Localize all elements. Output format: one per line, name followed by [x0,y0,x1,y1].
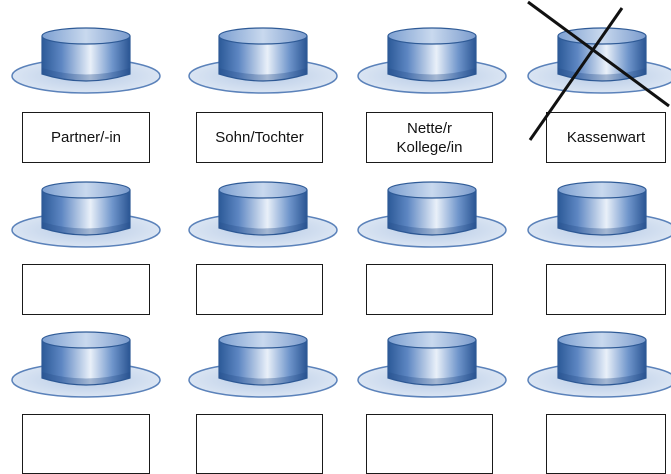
top-hat-icon [9,18,164,98]
role-label-empty[interactable] [546,414,666,474]
role-label-empty[interactable] [196,264,323,315]
top-hat-icon [186,18,341,98]
top-hat-icon [355,172,510,252]
top-hat-icon [525,18,671,98]
role-label-empty[interactable] [546,264,666,315]
top-hat-icon [355,18,510,98]
role-label-treasurer[interactable]: Kassenwart [546,112,666,163]
role-label-empty[interactable] [196,414,323,474]
role-label-son-daughter[interactable]: Sohn/Tochter [196,112,323,163]
role-label-nice-colleague[interactable]: Nette/r Kollege/in [366,112,493,163]
role-label-empty[interactable] [366,414,493,474]
top-hat-icon [9,172,164,252]
top-hat-icon [9,322,164,402]
role-label-empty[interactable] [22,414,150,474]
role-label-partner[interactable]: Partner/-in [22,112,150,163]
top-hat-icon [525,322,671,402]
top-hat-icon [186,172,341,252]
top-hat-icon [525,172,671,252]
role-label-empty[interactable] [366,264,493,315]
top-hat-icon [186,322,341,402]
top-hat-icon [355,322,510,402]
role-label-empty[interactable] [22,264,150,315]
